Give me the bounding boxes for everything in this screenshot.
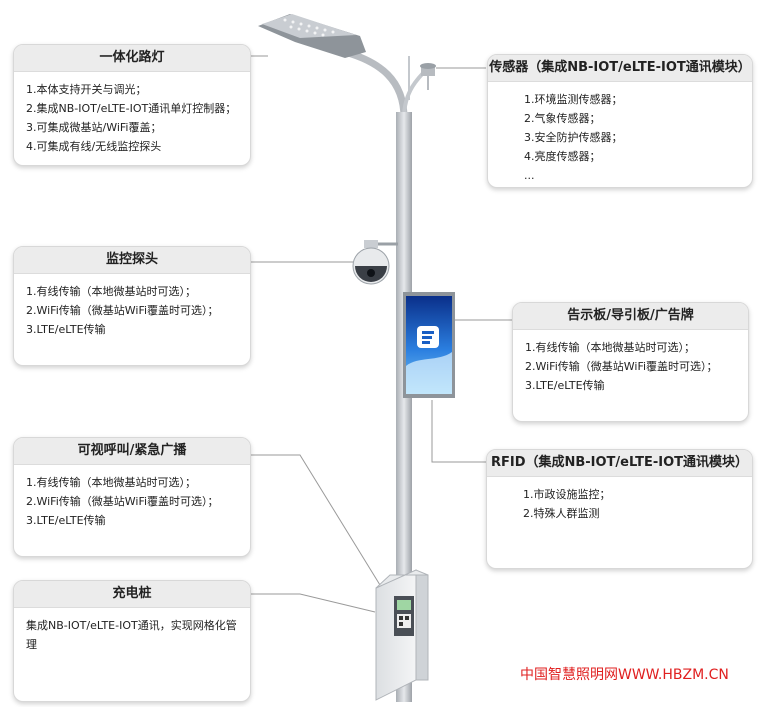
card-signboard-line-2: 2.WiFi传输（微基站WiFi覆盖时可选）； bbox=[525, 360, 718, 373]
card-sensor-line-4: 4.亮度传感器； bbox=[524, 150, 601, 163]
card-signboard-line-1: 1.有线传输（本地微基站时可选）； bbox=[525, 341, 695, 354]
card-intercom: 可视呼叫/紧急广播 1.有线传输（本地微基站时可选）； 2.WiFi传输（微基站… bbox=[13, 437, 251, 557]
connector-lines bbox=[250, 55, 512, 613]
card-rfid-title: RFID（集成NB-IOT/eLTE-IOT通讯模块） bbox=[487, 450, 752, 477]
card-intercom-line-3: 3.LTE/eLTE传输 bbox=[26, 514, 106, 527]
display-screen bbox=[403, 292, 455, 398]
card-intercom-line-1: 1.有线传输（本地微基站时可选）； bbox=[26, 476, 196, 489]
card-signboard-title: 告示板/导引板/广告牌 bbox=[513, 303, 748, 330]
charging-station-box bbox=[375, 569, 429, 701]
card-streetlight-line-2: 2.集成NB-IOT/eLTE-IOT通讯单灯控制器； bbox=[26, 102, 237, 115]
card-sensor-line-2: 2.气象传感器； bbox=[524, 112, 601, 125]
card-sensor: 传感器（集成NB-IOT/eLTE-IOT通讯模块） 1.环境监测传感器； 2.… bbox=[487, 54, 753, 188]
card-charger-text: 集成NB-IOT/eLTE-IOT通讯，实现网格化管理 bbox=[26, 619, 237, 651]
card-sensor-line-5: ... bbox=[524, 169, 535, 182]
surveillance-camera bbox=[352, 240, 398, 285]
card-sensor-line-1: 1.环境监测传感器； bbox=[524, 93, 623, 106]
card-camera: 监控探头 1.有线传输（本地微基站时可选）； 2.WiFi传输（微基站WiFi覆… bbox=[13, 246, 251, 366]
card-intercom-title: 可视呼叫/紧急广播 bbox=[14, 438, 250, 465]
card-streetlight-line-1: 1.本体支持开关与调光； bbox=[26, 83, 147, 96]
card-camera-line-1: 1.有线传输（本地微基站时可选）； bbox=[26, 285, 196, 298]
card-charger-title: 充电桩 bbox=[14, 581, 250, 608]
streetlight-head bbox=[258, 14, 366, 58]
card-streetlight: 一体化路灯 1.本体支持开关与调光； 2.集成NB-IOT/eLTE-IOT通讯… bbox=[13, 44, 251, 166]
card-rfid: RFID（集成NB-IOT/eLTE-IOT通讯模块） 1.市政设施监控； 2.… bbox=[486, 449, 753, 569]
card-signboard: 告示板/导引板/广告牌 1.有线传输（本地微基站时可选）； 2.WiFi传输（微… bbox=[512, 302, 749, 422]
card-signboard-line-3: 3.LTE/eLTE传输 bbox=[525, 379, 605, 392]
screen-logo-icon bbox=[417, 326, 439, 348]
card-streetlight-title: 一体化路灯 bbox=[14, 45, 250, 72]
card-streetlight-line-4: 4.可集成有线/无线监控探头 bbox=[26, 140, 162, 153]
card-sensor-line-3: 3.安全防护传感器； bbox=[524, 131, 623, 144]
card-intercom-line-2: 2.WiFi传输（微基站WiFi覆盖时可选）； bbox=[26, 495, 219, 508]
pole bbox=[396, 112, 412, 702]
card-charger: 充电桩 集成NB-IOT/eLTE-IOT通讯，实现网格化管理 bbox=[13, 580, 251, 702]
card-rfid-line-2: 2.特殊人群监测 bbox=[523, 507, 600, 520]
watermark-text: 中国智慧照明网WWW.HBZM.CN bbox=[520, 667, 729, 683]
card-camera-line-3: 3.LTE/eLTE传输 bbox=[26, 323, 106, 336]
card-streetlight-line-3: 3.可集成微基站/WiFi覆盖； bbox=[26, 121, 162, 134]
card-camera-line-2: 2.WiFi传输（微基站WiFi覆盖时可选）； bbox=[26, 304, 219, 317]
card-sensor-title: 传感器（集成NB-IOT/eLTE-IOT通讯模块） bbox=[488, 55, 752, 82]
sensor-device bbox=[420, 63, 436, 90]
card-rfid-line-1: 1.市政设施监控； bbox=[523, 488, 611, 501]
lamp-arm bbox=[344, 48, 432, 119]
card-camera-title: 监控探头 bbox=[14, 247, 250, 274]
